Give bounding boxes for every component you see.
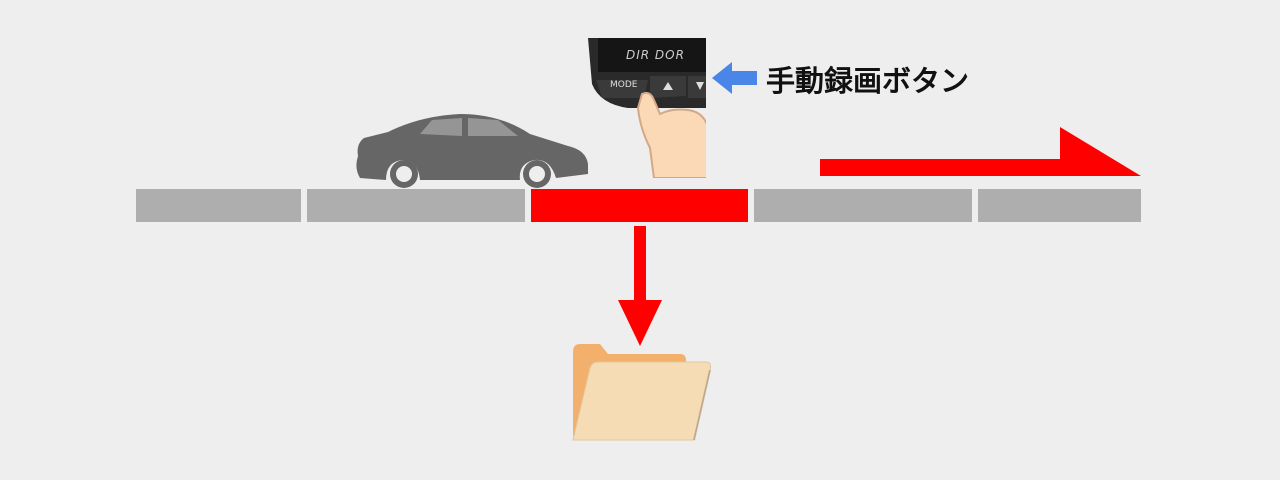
car-silhouette <box>356 114 588 188</box>
timeline-segment <box>978 189 1141 222</box>
dashcam-device: DIR DOR MODE <box>588 38 706 178</box>
mode-button[interactable]: MODE <box>610 80 638 90</box>
device-brand-text: DIR DOR <box>626 48 685 62</box>
timeline-segment-manual <box>531 189 748 222</box>
timeline-segment <box>136 189 301 222</box>
timeline-arrow-icon <box>820 127 1141 176</box>
manual-record-button-label: 手動録画ボタン <box>766 64 970 98</box>
folder-icon <box>572 344 711 441</box>
timeline-segment <box>307 189 525 222</box>
down-arrow-icon <box>618 226 662 346</box>
blue-pointer-arrow-icon <box>712 62 757 94</box>
timeline-segment <box>754 189 972 222</box>
